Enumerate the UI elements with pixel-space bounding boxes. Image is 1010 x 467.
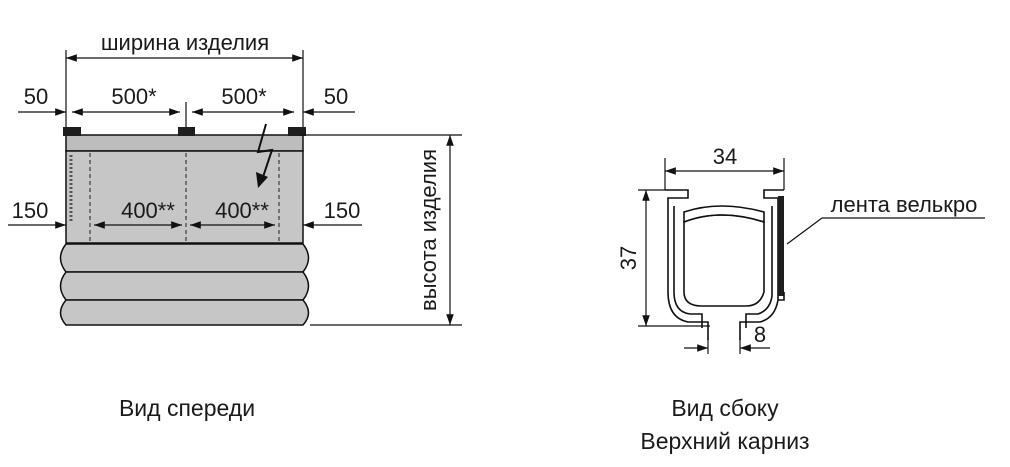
side-view: 34 37 лента велькро 8 Вид с [616,144,985,454]
dim-34: 34 [713,144,737,169]
dim-500-1: 500* [111,84,157,109]
dim-50-right: 50 [324,84,348,109]
velcro-strip [778,196,784,296]
lightning-arrowhead-icon [256,172,268,188]
fabric-folds [59,243,310,326]
velcro-clip [778,292,785,301]
velcro-leader-line [786,217,823,245]
dim-8: 8 [754,322,766,347]
side-view-caption: Вид сбоку [671,395,779,421]
front-view: ширина изделия 50 500* 500* 50 150 [8,30,462,421]
dim-37: 37 [616,246,641,270]
bracket-left [63,127,81,136]
bracket-right [288,127,306,136]
width-label: ширина изделия [101,30,269,55]
side-view-subcaption: Верхний карниз [640,428,809,454]
height-label: высота изделия [416,149,441,311]
bracket-center [178,127,195,136]
lightning-icon [256,123,274,181]
velcro-label: лента велькро [831,192,978,217]
cornice-profile [665,189,784,340]
front-view-caption: Вид спереди [119,395,255,421]
dim-150-left: 150 [12,198,49,223]
dim-400-1: 400** [121,198,175,223]
dim-50-left: 50 [24,84,48,109]
dim-150-right: 150 [324,198,361,223]
dim-400-2: 400** [215,198,269,223]
top-cornice [65,134,304,152]
dim-500-2: 500* [221,84,267,109]
